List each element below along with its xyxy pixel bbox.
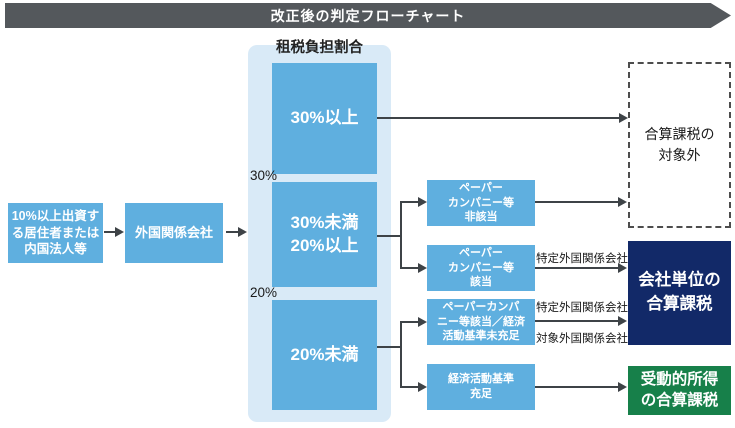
box-band-20-to-30: 30%未満 20%以上 [272, 182, 377, 287]
threshold-label-30: 30% [250, 168, 278, 183]
box-paper-company-not-applicable: ペーパー カンパニー等 非該当 [427, 180, 535, 226]
edge-label-specified-cfc-2: 特定外国関係会社 [536, 302, 628, 314]
box-outcome-excluded: 合算課税の 対象外 [628, 62, 731, 228]
tax-ratio-panel-title: 租税負担割合 [276, 40, 363, 56]
arrow-mid-to-not-applicable [400, 196, 427, 208]
box-outcome-passive-income: 受動的所得 の合算課税 [628, 366, 731, 415]
arrow-applicable-to-entity-taxation [535, 262, 627, 274]
box-outcome-entity-taxation: 会社単位の 合算課税 [628, 241, 731, 345]
fork-mid-vertical [400, 201, 402, 269]
arrow-low-to-econ-ok [400, 381, 427, 393]
box-paper-or-econ-test-failed: ペーパーカンパ ニー等該当／経済 活動基準未充足 [427, 299, 535, 345]
box-paper-company-applicable: ペーパー カンパニー等 該当 [427, 245, 535, 291]
page-title: 改正後の判定フローチャート [270, 7, 466, 24]
box-investor: 10%以上出資す る居住者または 内国法人等 [8, 203, 103, 263]
box-band-under-20: 20%未満 [272, 300, 377, 410]
fork-low-stem [377, 346, 401, 348]
edge-label-subject-cfc: 対象外国関係会社 [536, 333, 628, 345]
arrow-econ-fail-to-entity-taxation [535, 315, 627, 327]
arrow-foreign-to-panel [226, 226, 247, 238]
arrow-not-applicable-to-excluded [535, 196, 627, 208]
arrow-econ-ok-to-passive-income [535, 381, 627, 393]
arrow-mid-to-applicable [400, 262, 427, 274]
arrow-high-band-to-excluded [377, 112, 628, 124]
arrow-low-to-econ-fail [400, 316, 427, 328]
box-band-30-or-more: 30%以上 [272, 63, 377, 174]
box-econ-test-satisfied: 経済活動基準 充足 [427, 364, 535, 410]
arrow-investor-to-foreign [104, 226, 124, 238]
fork-low-vertical [400, 321, 402, 388]
edge-label-specified-cfc-1: 特定外国関係会社 [536, 253, 628, 265]
box-foreign-company: 外国関係会社 [125, 203, 223, 263]
fork-mid-stem [377, 235, 401, 237]
threshold-label-20: 20% [250, 285, 278, 300]
title-banner: 改正後の判定フローチャート [5, 3, 731, 28]
